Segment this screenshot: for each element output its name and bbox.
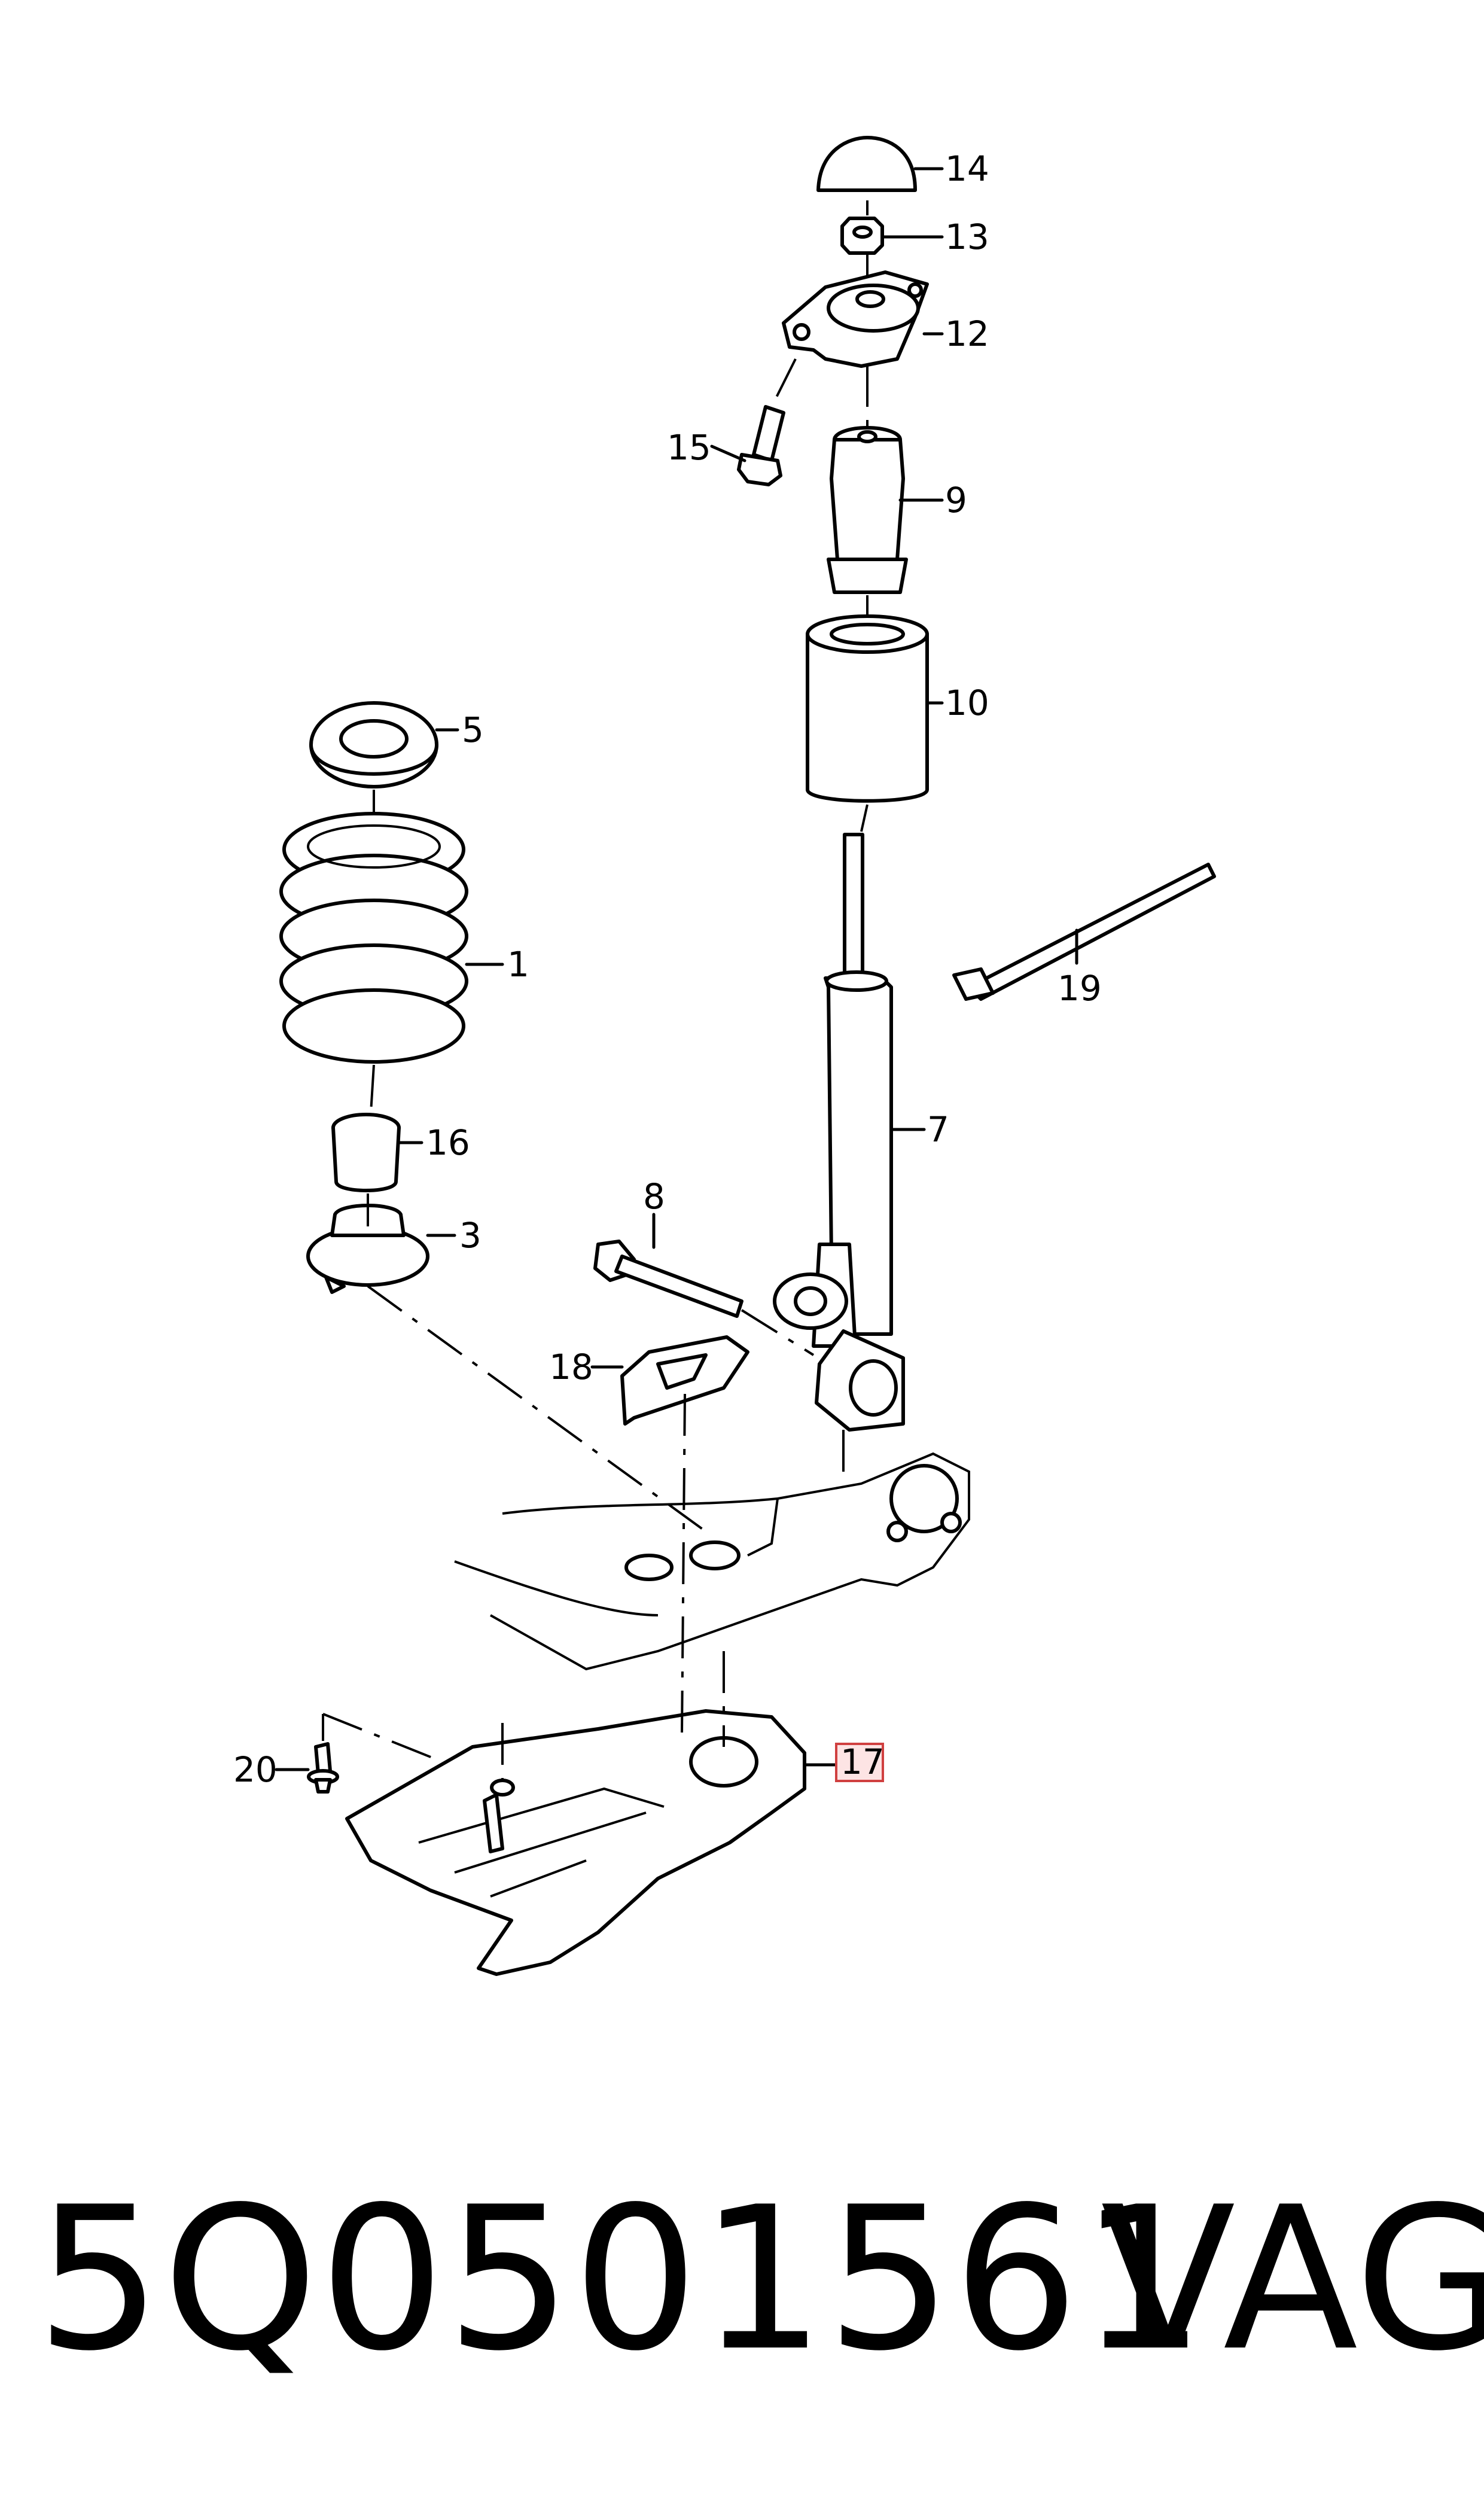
part-number: 5Q0501561 [36,2164,1207,2394]
callout-17-highlight [835,1743,884,1782]
part-19-cable-tie [952,863,1216,1001]
part-1-coil-spring [279,812,468,1064]
leader-lines [275,167,1078,1771]
part-15-bolt [737,405,785,486]
part-12-strut-mount [782,270,929,368]
part-9-bump-stop [827,426,908,594]
callout-labels: 14 13 12 15 9 10 5 1 19 16 7 8 3 18 20 1… [233,148,1102,1790]
footer: 5Q0501561 VAG [0,2154,1484,2405]
part-3-lower-spring-seat [306,1204,429,1294]
part-13-nut [840,217,884,255]
callout-19[interactable]: 19 [1058,968,1102,1009]
part-5-upper-spring-seat [309,701,438,788]
callout-13[interactable]: 13 [945,217,989,257]
brand-name: VAG [1101,2164,1484,2394]
callout-20[interactable]: 20 [233,1749,278,1790]
callout-14[interactable]: 14 [945,148,989,189]
part-17-underbody-panel [345,1709,806,1976]
part-20-clip [307,1742,339,1794]
assembly-lines [322,200,869,1780]
callout-12[interactable]: 12 [945,313,989,354]
exploded-parts-diagram: 14 13 12 15 9 10 5 1 19 16 7 8 3 18 20 1… [233,136,1216,1976]
part-18-bracket [620,1335,749,1426]
callout-9[interactable]: 9 [945,480,967,520]
part-16-sleeve [331,1113,401,1192]
part-14-cap [816,136,917,192]
part-10-dust-boot [806,614,929,803]
part-8-bolt [593,1240,743,1318]
callout-10[interactable]: 10 [945,683,989,723]
callout-15[interactable]: 15 [667,427,711,468]
callout-1[interactable]: 1 [507,944,529,985]
callout-8[interactable]: 8 [643,1176,665,1217]
callout-17[interactable]: 17 [840,1741,885,1782]
callout-7[interactable]: 7 [927,1109,949,1150]
callout-3[interactable]: 3 [459,1215,482,1256]
callout-5[interactable]: 5 [462,710,484,750]
part-7-shock-absorber [773,833,905,1432]
rear-axle-assembly [454,1452,970,1671]
callout-16[interactable]: 16 [426,1122,470,1163]
callout-18[interactable]: 18 [549,1347,593,1387]
